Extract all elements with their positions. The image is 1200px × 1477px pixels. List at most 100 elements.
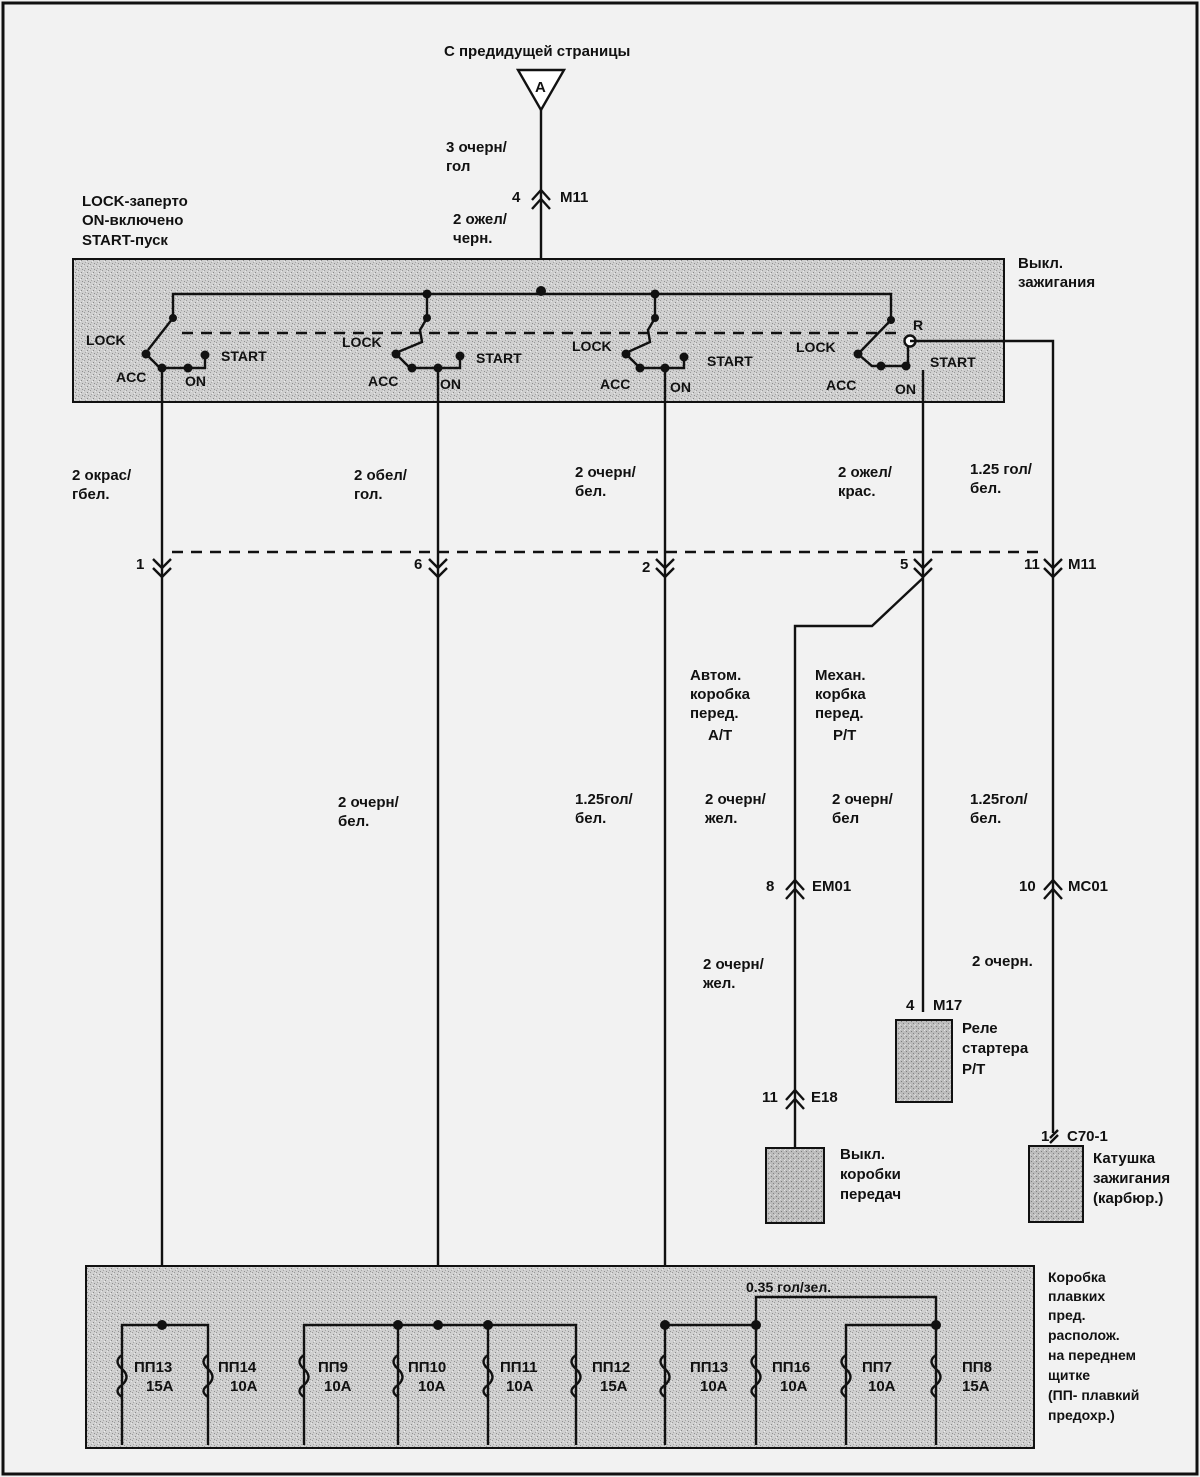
fuse-box-label-2: плавких	[1048, 1288, 1105, 1304]
upper-wire-1a: 2 окрас/	[72, 467, 132, 484]
fuse-7-icon	[659, 1354, 671, 1398]
m17-conn: M17	[933, 997, 962, 1014]
fuse-junction	[751, 1320, 761, 1330]
e18-pin: 11	[762, 1089, 778, 1106]
fuse-box-label-1: Коробка	[1048, 1269, 1106, 1285]
fuse-junction	[483, 1320, 493, 1330]
sw1-acc: ACC	[116, 369, 146, 385]
ignition-label-2: зажигания	[1018, 274, 1095, 291]
sw2-acc: ACC	[368, 373, 398, 389]
e18-connector-icon	[785, 1088, 805, 1110]
wire-top-line2: гол	[446, 158, 470, 175]
fuse-name: ПП8	[962, 1359, 992, 1376]
fuse-name: ПП12	[592, 1359, 630, 1376]
fuse-name: ПП13	[134, 1359, 172, 1376]
wire-at-branch	[793, 577, 924, 1148]
mc01-wire-1: 2 очерн.	[972, 953, 1033, 970]
fuse-rating: 15A	[962, 1378, 990, 1395]
ignition-label-1: Выкл.	[1018, 255, 1063, 272]
fuse-4-icon	[392, 1354, 404, 1398]
gearbox-switch-box	[765, 1147, 825, 1224]
fuse-junction	[931, 1320, 941, 1330]
sw4-acc: ACC	[826, 377, 856, 393]
fuse-5-icon	[482, 1354, 494, 1398]
m17-label-2: стартера	[962, 1040, 1029, 1057]
fuse-labels: ПП13 15A ПП14 10A ПП9 10A ПП10 10A ПП11 …	[134, 1359, 992, 1395]
fuse-bus-035	[754, 1295, 938, 1445]
e18-label-3: передач	[840, 1186, 901, 1203]
fuse-rating: 10A	[418, 1378, 446, 1395]
m11-pin-11-icon	[1043, 558, 1063, 579]
e18-label-1: Выкл.	[840, 1146, 885, 1163]
m11-pin-11: 11	[1024, 556, 1040, 573]
sw3-on: ON	[670, 379, 691, 395]
from-prev-page-text: С предидущей страницы	[444, 43, 630, 60]
switch-common-bus	[171, 292, 893, 320]
fuse-junction	[157, 1320, 167, 1330]
lower-wire-5a: 1.25гол/	[970, 791, 1029, 808]
mc01-pin: 10	[1019, 878, 1036, 895]
fuse-junction	[393, 1320, 403, 1330]
em01-pin: 8	[766, 878, 774, 895]
lower-wire-3b: жел.	[704, 810, 737, 827]
lower-wire-5b: бел.	[970, 810, 1001, 827]
fuse-rating: 10A	[324, 1378, 352, 1395]
m11-pin-5: 5	[900, 556, 908, 573]
fuse-box-label-7: (ПП- плавкий	[1048, 1387, 1139, 1403]
man-trans-3: перед.	[815, 705, 864, 722]
connector-m11-top-icon	[531, 188, 551, 210]
auto-trans-3: перед.	[690, 705, 739, 722]
pin-top: 4	[512, 189, 521, 206]
fuse-box	[85, 1265, 1035, 1449]
fuse-name: ПП13	[690, 1359, 728, 1376]
fuse-bus-wire-label: 0.35 гол/зел.	[746, 1279, 831, 1295]
fuse-rating: 10A	[868, 1378, 896, 1395]
upper-wire-4b: крас.	[838, 483, 876, 500]
sw3-lock: LOCK	[572, 338, 612, 354]
sw3-start: START	[707, 353, 753, 369]
m11-pin-2: 2	[642, 559, 650, 576]
switch-contact-1	[141, 314, 210, 373]
bus-junction	[650, 289, 660, 299]
legend-lock: LOCK-заперто	[82, 193, 188, 210]
upper-wire-2a: 2 обел/	[354, 467, 408, 484]
sw4-r: R	[913, 317, 923, 333]
wire-top-line1: 3 очерн/	[446, 139, 508, 156]
wire-col-5	[910, 339, 1055, 1133]
switch-contact-2	[391, 314, 465, 373]
bus-junction	[536, 286, 546, 296]
m11-pin-5-icon	[913, 558, 933, 579]
upper-wire-5a: 1.25 гол/	[970, 461, 1033, 478]
fuse-rating: 10A	[700, 1378, 728, 1395]
m17-pin: 4	[906, 997, 915, 1014]
sw1-lock: LOCK	[86, 332, 126, 348]
upper-wire-3b: бел.	[575, 483, 606, 500]
fuse-rating: 15A	[146, 1378, 174, 1395]
em01-wire-1: 2 очерн/	[703, 956, 765, 973]
fuse-6-icon	[570, 1354, 582, 1398]
fuse-box-label-3: пред.	[1048, 1307, 1086, 1323]
fuse-box-label-4: располож.	[1048, 1327, 1120, 1343]
lower-wire-1b: бел.	[338, 813, 369, 830]
fuse-box-label: Коробка плавких пред. располож. на перед…	[1048, 1269, 1139, 1423]
fuse-name: ПП11	[500, 1359, 537, 1376]
man-trans-4: P/T	[833, 727, 856, 744]
lower-wire-3a: 2 очерн/	[705, 791, 767, 808]
auto-trans-1: Автом.	[690, 667, 741, 684]
lower-wire-2a: 1.25гол/	[575, 791, 634, 808]
sw2-on: ON	[440, 376, 461, 392]
conn-top-label: M11	[560, 189, 588, 206]
em01-connector-icon	[785, 878, 805, 900]
fuse-box-label-6: щитке	[1048, 1367, 1090, 1383]
fuse-3-icon	[298, 1354, 310, 1398]
legend-on: ON-включено	[82, 212, 183, 229]
ignition-coil-box	[1028, 1145, 1084, 1223]
upper-wire-2b: гол.	[354, 486, 383, 503]
fuse-9-icon	[840, 1354, 852, 1398]
m11-pin-6: 6	[414, 556, 422, 573]
fuse-rating: 10A	[230, 1378, 258, 1395]
auto-trans-2: коробка	[690, 686, 751, 703]
starter-relay-box	[895, 1019, 953, 1103]
